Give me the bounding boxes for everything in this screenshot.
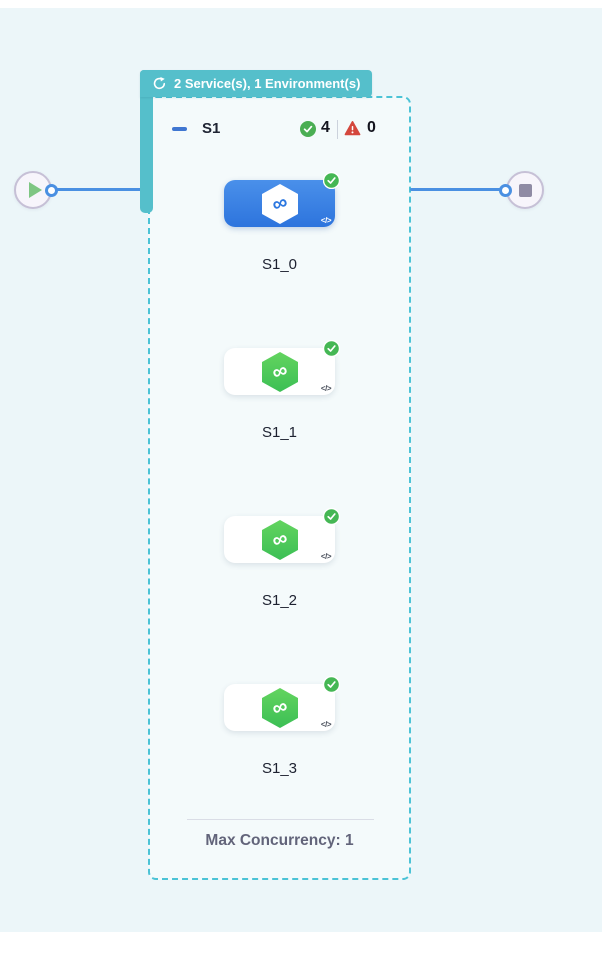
service-node-s1-0[interactable]: ∞ </> (224, 171, 341, 227)
stage-name: S1 (202, 120, 221, 137)
matrix-group-strip (140, 70, 153, 213)
success-check-icon (300, 121, 316, 137)
play-icon (28, 182, 42, 198)
connector-port-start (45, 184, 58, 197)
harness-service-icon: ∞ (261, 687, 298, 728)
matrix-group-tag[interactable]: 2 Service(s), 1 Environment(s) (140, 70, 373, 97)
count-divider (337, 120, 338, 139)
success-badge-icon (322, 339, 341, 358)
node-label-s1-0: S1_0 (261, 256, 298, 273)
stop-icon (518, 183, 532, 197)
success-badge-icon (322, 171, 341, 190)
code-icon: </> (320, 720, 332, 729)
code-icon: </> (320, 216, 332, 225)
node-label-s1-1: S1_1 (261, 424, 298, 441)
max-concurrency-label: Max Concurrency: 1 (205, 832, 354, 849)
error-warning-icon (344, 120, 361, 137)
harness-service-icon: ∞ (261, 183, 298, 224)
loop-icon (153, 76, 166, 90)
canvas-background (0, 8, 602, 932)
harness-service-icon: ∞ (261, 519, 298, 560)
connector-line-right (410, 188, 502, 191)
service-node-s1-3[interactable]: ∞ </> (224, 675, 341, 731)
connector-port-end (499, 184, 512, 197)
matrix-group-tag-label: 2 Service(s), 1 Environment(s) (174, 76, 361, 91)
code-icon: </> (320, 552, 332, 561)
service-node-s1-1[interactable]: ∞ </> (224, 339, 341, 395)
service-node-s1-2[interactable]: ∞ </> (224, 507, 341, 563)
collapse-minus-icon[interactable] (172, 127, 187, 131)
code-icon: </> (320, 384, 332, 393)
success-badge-icon (322, 675, 341, 694)
node-label-s1-2: S1_2 (261, 592, 298, 609)
connector-line-left (50, 188, 146, 191)
success-badge-icon (322, 507, 341, 526)
success-count: 4 (321, 119, 330, 136)
node-label-s1-3: S1_3 (261, 760, 298, 777)
error-count: 0 (367, 119, 376, 136)
harness-service-icon: ∞ (261, 351, 298, 392)
footer-divider (187, 819, 374, 820)
